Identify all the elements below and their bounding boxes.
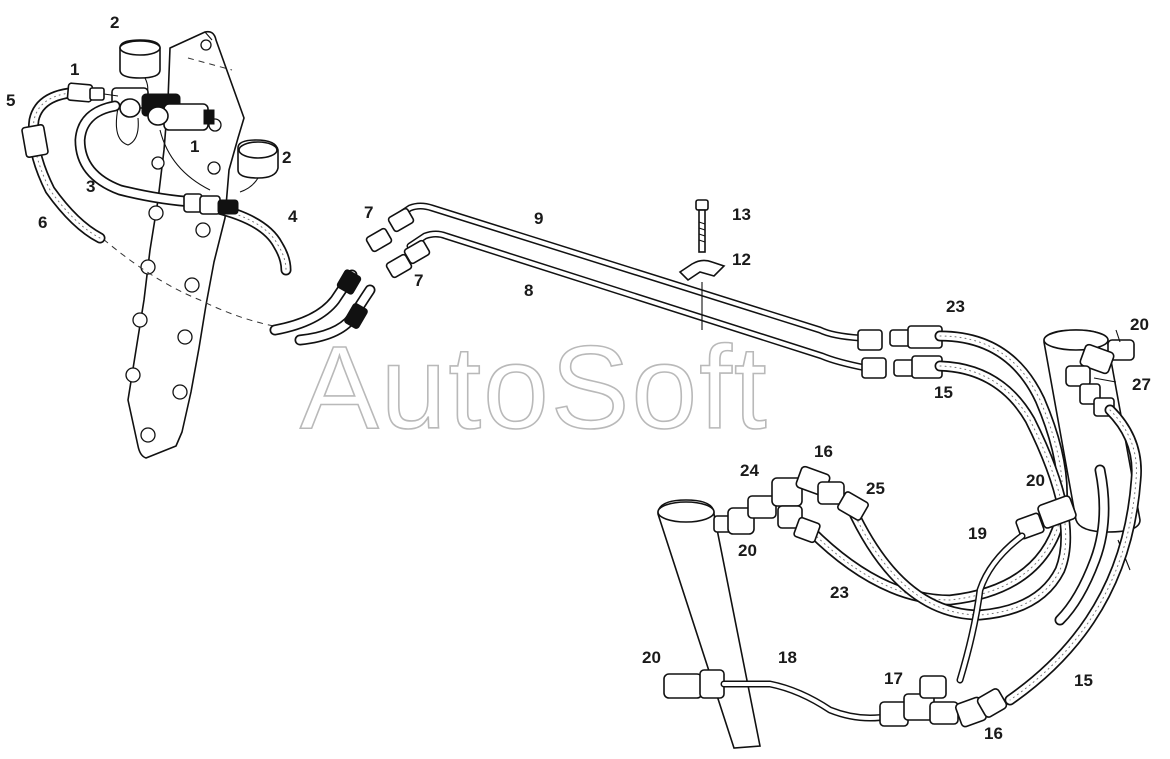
callout-7b: 7	[414, 271, 423, 290]
callout-4: 4	[288, 207, 298, 226]
hidden-outline-2	[187, 57, 233, 71]
callout-13: 13	[732, 205, 751, 224]
callout-15a: 15	[934, 383, 953, 402]
fittings-cluster-middle	[713, 465, 869, 544]
callout-19: 19	[968, 524, 987, 543]
callout-27: 27	[1132, 375, 1151, 394]
callout-16b: 16	[984, 724, 1003, 743]
callout-25: 25	[866, 479, 885, 498]
callout-8: 8	[524, 281, 533, 300]
fitting-19-20	[956, 495, 1077, 684]
hose-3-4	[74, 100, 292, 276]
callout-17: 17	[884, 669, 903, 688]
callout-20c: 20	[738, 541, 757, 560]
callout-6: 6	[38, 213, 47, 232]
dust-cap-lower	[237, 139, 279, 193]
callout-labels: 1 1 2 2 3 4 5 6 7 7 8 9 12 13 15 15 16 1…	[6, 13, 1151, 743]
watermark: AutoSoft	[300, 322, 769, 454]
hose-to-pipes	[269, 269, 376, 346]
callout-12: 12	[732, 250, 751, 269]
fittings-upper-right	[889, 325, 943, 379]
clamp-bolt	[678, 199, 726, 330]
mounting-bracket	[125, 30, 245, 459]
callout-2b: 2	[282, 148, 291, 167]
callout-7a: 7	[364, 203, 373, 222]
hose-15-lower	[1004, 404, 1142, 706]
callout-18: 18	[778, 648, 797, 667]
dust-cap-upper	[119, 39, 161, 97]
callout-23a: 23	[946, 297, 965, 316]
callout-15b: 15	[1074, 671, 1093, 690]
pipe-8-9	[365, 202, 887, 379]
callout-5: 5	[6, 91, 15, 110]
callout-20a: 20	[1130, 315, 1149, 334]
hidden-outline	[94, 231, 301, 331]
callout-24: 24	[740, 461, 759, 480]
cylinder-lower-left	[657, 499, 761, 749]
pipe-18	[663, 669, 894, 722]
tee-lower	[879, 675, 1008, 728]
callout-16a: 16	[814, 442, 833, 461]
hose-left-loop	[21, 82, 119, 244]
callout-2a: 2	[110, 13, 119, 32]
callout-3: 3	[86, 177, 95, 196]
callout-1a: 1	[70, 60, 79, 79]
callout-1b: 1	[190, 137, 199, 156]
callout-23b: 23	[830, 583, 849, 602]
callout-20d: 20	[642, 648, 661, 667]
quick-coupling	[111, 87, 215, 191]
callout-9: 9	[534, 209, 543, 228]
callout-20b: 20	[1026, 471, 1045, 490]
leader-lines	[1093, 329, 1121, 383]
